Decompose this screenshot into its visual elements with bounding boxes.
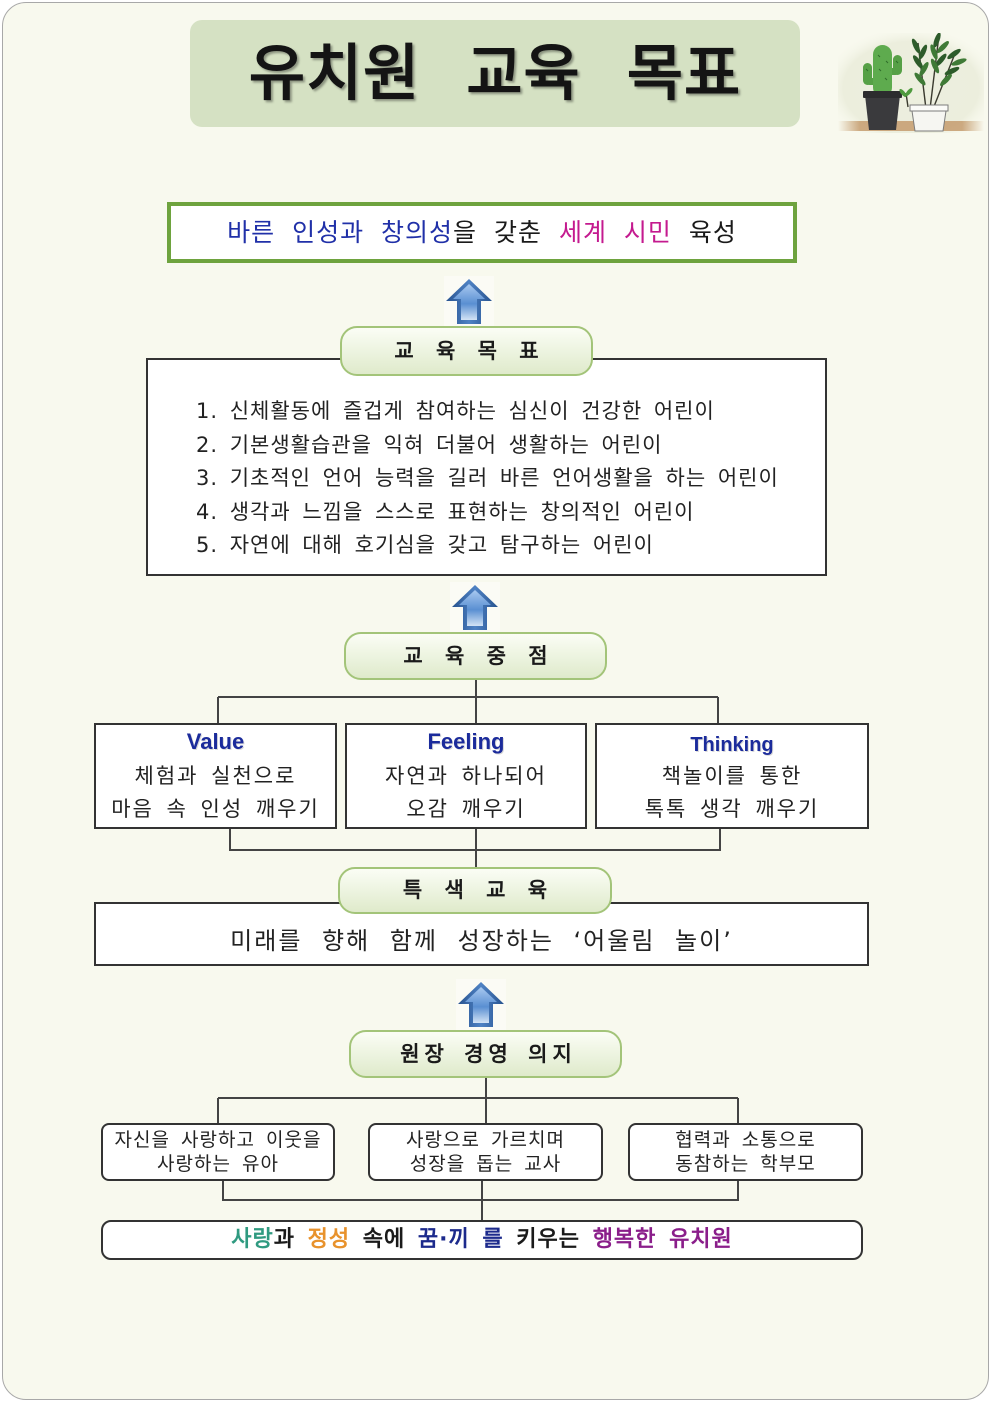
focus-line: 체험과 실천으로 bbox=[134, 764, 297, 788]
focus-label: 교 육 중 점 bbox=[344, 632, 607, 680]
vision-statement: 바른 인성과 창의성을 갖춘 세계 시민 육성 bbox=[171, 206, 793, 259]
motto-part: 키우는 bbox=[503, 1227, 593, 1252]
page-title: 유치원 교육 목표 bbox=[248, 38, 742, 109]
title-banner: 유치원 교육 목표 bbox=[190, 20, 800, 127]
principal-card-line: 사랑으로 가르치며 bbox=[406, 1129, 565, 1151]
principal-card-line: 동참하는 학부모 bbox=[675, 1153, 816, 1175]
motto-box: 사랑과 정성 속에 꿈·끼 를 키우는 행복한 유치원 bbox=[101, 1220, 863, 1260]
special-program-box: 미래를 향해 함께 성장하는 ‘어울림 놀이’ bbox=[94, 902, 869, 966]
vision-part: 을 갖춘 bbox=[453, 218, 559, 247]
potted-plants-icon bbox=[838, 32, 984, 133]
motto-part: 꿈·끼 를 bbox=[417, 1227, 504, 1252]
motto-part: 사랑 bbox=[231, 1227, 274, 1252]
focus-card-text: 체험과 실천으로 마음 속 인성 깨우기 bbox=[96, 760, 335, 826]
focus-line: 책놀이를 통한 bbox=[661, 764, 803, 788]
goal-item: 4. 생각과 느낌을 스스로 표현하는 창의적인 어린이 bbox=[196, 499, 695, 524]
focus-heading: Feeling bbox=[427, 729, 505, 754]
motto-part: 과 bbox=[273, 1227, 308, 1252]
goals-label: 교 육 목 표 bbox=[340, 326, 593, 376]
principal-card-line: 자신을 사랑하고 이웃을 bbox=[114, 1129, 322, 1151]
focus-card-value: Value 체험과 실천으로 마음 속 인성 깨우기 bbox=[94, 723, 337, 829]
special-label: 특 색 교 육 bbox=[338, 867, 612, 914]
motto-part: 속에 bbox=[350, 1227, 418, 1252]
cactus-icon bbox=[863, 45, 902, 130]
principal-card-child: 자신을 사랑하고 이웃을 사랑하는 유아 bbox=[101, 1123, 335, 1181]
special-program-text: 미래를 향해 함께 성장하는 ‘어울림 놀이’ bbox=[230, 927, 733, 955]
motto: 사랑과 정성 속에 꿈·끼 를 키우는 행복한 유치원 bbox=[103, 1222, 861, 1258]
focus-card-text: 자연과 하나되어 오감 깨우기 bbox=[347, 760, 585, 826]
education-goals-box: 1. 신체활동에 즐겁게 참여하는 심신이 건강한 어린이 2. 기본생활습관을… bbox=[146, 358, 827, 576]
goal-item: 5. 자연에 대해 호기심을 갖고 탐구하는 어린이 bbox=[196, 533, 654, 557]
focus-card-feeling: Feeling 자연과 하나되어 오감 깨우기 bbox=[345, 723, 587, 829]
motto-part: 행복한 유치원 bbox=[592, 1227, 733, 1252]
focus-line: 톡톡 생각 깨우기 bbox=[644, 797, 820, 821]
goal-item: 1. 신체활동에 즐겁게 참여하는 심신이 건강한 어린이 bbox=[196, 399, 715, 423]
focus-heading: Thinking bbox=[690, 734, 774, 756]
focus-card-thinking: Thinking 책놀이를 통한 톡톡 생각 깨우기 bbox=[595, 723, 869, 829]
principal-label: 원장 경영 의지 bbox=[349, 1030, 622, 1078]
goal-item: 3. 기초적인 언어 능력을 길러 바른 언어생활을 하는 어린이 bbox=[196, 466, 779, 490]
principal-card-line: 성장을 돕는 교사 bbox=[409, 1153, 562, 1175]
leafy-plant-icon bbox=[899, 32, 967, 132]
principal-card-parent: 협력과 소통으로 동참하는 학부모 bbox=[628, 1123, 863, 1181]
principal-card-teacher: 사랑으로 가르치며 성장을 돕는 교사 bbox=[368, 1123, 603, 1181]
focus-line: 마음 속 인성 깨우기 bbox=[111, 797, 320, 821]
focus-card-text: 책놀이를 통한 톡톡 생각 깨우기 bbox=[597, 760, 867, 826]
vision-part: 세계 시민 bbox=[558, 218, 672, 247]
focus-line: 오감 깨우기 bbox=[406, 797, 526, 821]
focus-line: 자연과 하나되어 bbox=[385, 764, 547, 788]
goal-item: 2. 기본생활습관을 익혀 더불어 생활하는 어린이 bbox=[196, 432, 663, 457]
vision-statement-box: 바른 인성과 창의성을 갖춘 세계 시민 육성 bbox=[167, 202, 797, 263]
motto-part: 정성 bbox=[307, 1227, 351, 1252]
focus-heading: Value bbox=[186, 729, 245, 754]
principal-card-line: 사랑하는 유아 bbox=[157, 1153, 279, 1175]
vision-part: 육성 bbox=[671, 218, 737, 247]
vision-part: 바른 인성과 창의성 bbox=[227, 218, 454, 247]
principal-card-line: 협력과 소통으로 bbox=[675, 1129, 816, 1151]
